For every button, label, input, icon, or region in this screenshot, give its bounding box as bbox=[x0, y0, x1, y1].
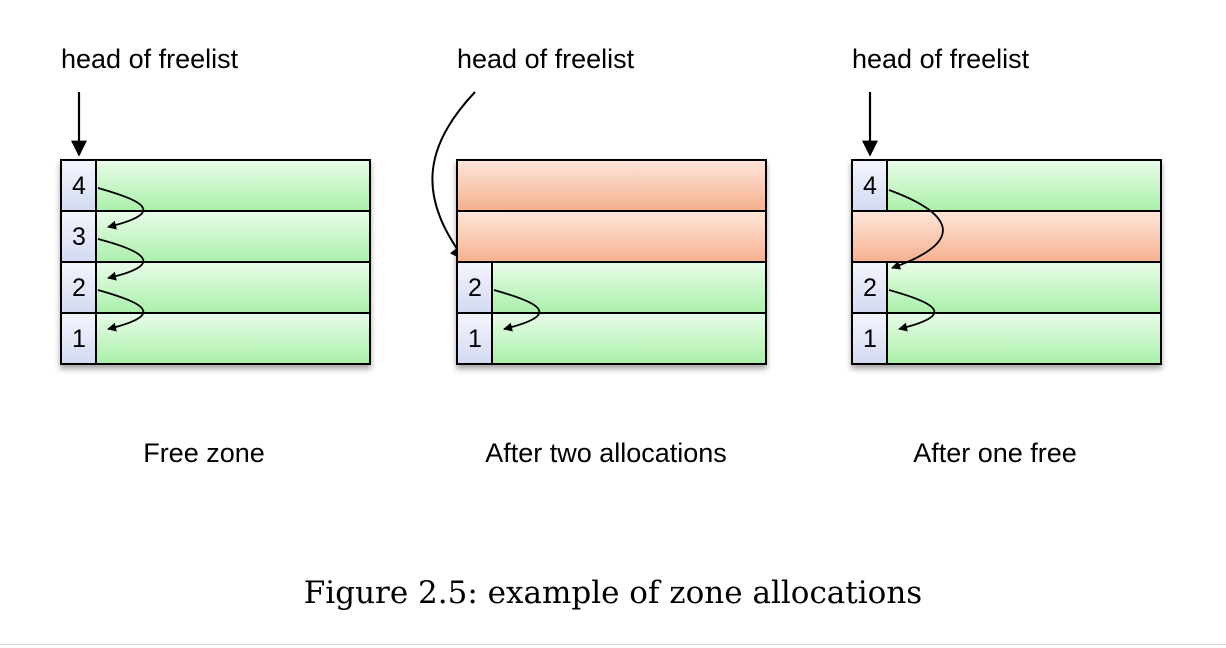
index-cell bbox=[456, 312, 493, 365]
panel-after-two-allocations: head of freelist 2 1 After two allocatio… bbox=[431, 44, 767, 468]
slot-1 bbox=[60, 312, 371, 365]
slot-index-1: 1 bbox=[468, 325, 482, 353]
slot-index-4: 4 bbox=[72, 172, 86, 200]
head-of-freelist-label: head of freelist bbox=[852, 44, 1030, 74]
next-pointer-arrow bbox=[97, 289, 145, 332]
slot-3 bbox=[60, 210, 371, 263]
slot-index-3: 3 bbox=[72, 223, 86, 251]
slot-index-4: 4 bbox=[863, 172, 877, 200]
slot-allocated bbox=[456, 159, 767, 212]
zone-label: After two allocations bbox=[485, 438, 727, 468]
slot-allocated bbox=[851, 210, 1162, 263]
next-pointer-arrow bbox=[97, 187, 145, 230]
slot-2 bbox=[851, 261, 1162, 314]
slot-index-1: 1 bbox=[72, 325, 86, 353]
index-cell bbox=[60, 261, 97, 314]
slot-index-1: 1 bbox=[863, 325, 877, 353]
slot-index-2: 2 bbox=[863, 274, 877, 302]
zone-block bbox=[60, 159, 371, 365]
figure-caption: Figure 2.5: example of zone allocations bbox=[303, 575, 923, 611]
index-cell bbox=[851, 312, 888, 365]
index-cell bbox=[851, 159, 888, 212]
next-pointer-arrow bbox=[493, 289, 541, 332]
next-pointer-arrow bbox=[888, 289, 936, 332]
slot-2 bbox=[456, 261, 767, 314]
index-cell bbox=[60, 159, 97, 212]
slot-1 bbox=[851, 312, 1162, 365]
page-divider bbox=[0, 644, 1226, 645]
head-of-freelist-label: head of freelist bbox=[457, 44, 635, 74]
index-cell bbox=[60, 312, 97, 365]
zone-label: After one free bbox=[913, 438, 1077, 468]
slot-allocated bbox=[456, 210, 767, 263]
slot-index-2: 2 bbox=[72, 274, 86, 302]
zone-block bbox=[456, 159, 767, 365]
slot-4 bbox=[851, 159, 1162, 212]
panel-after-one-free: head of freelist 4 2 1 After one free bbox=[851, 44, 1162, 468]
next-pointer-arrow bbox=[97, 238, 145, 281]
slot-1 bbox=[456, 312, 767, 365]
panel-free-zone: head of freelist 4 3 2 1 Free zone bbox=[60, 44, 371, 468]
index-cell bbox=[60, 210, 97, 263]
index-cell bbox=[456, 261, 493, 314]
head-of-freelist-label: head of freelist bbox=[61, 44, 239, 74]
index-cell bbox=[851, 261, 888, 314]
zone-label: Free zone bbox=[143, 438, 265, 468]
next-pointer-arrow bbox=[888, 189, 944, 270]
slot-index-2: 2 bbox=[468, 274, 482, 302]
head-pointer-arrow bbox=[431, 91, 476, 262]
slot-2 bbox=[60, 261, 371, 314]
zone-block bbox=[851, 159, 1162, 365]
slot-4 bbox=[60, 159, 371, 212]
